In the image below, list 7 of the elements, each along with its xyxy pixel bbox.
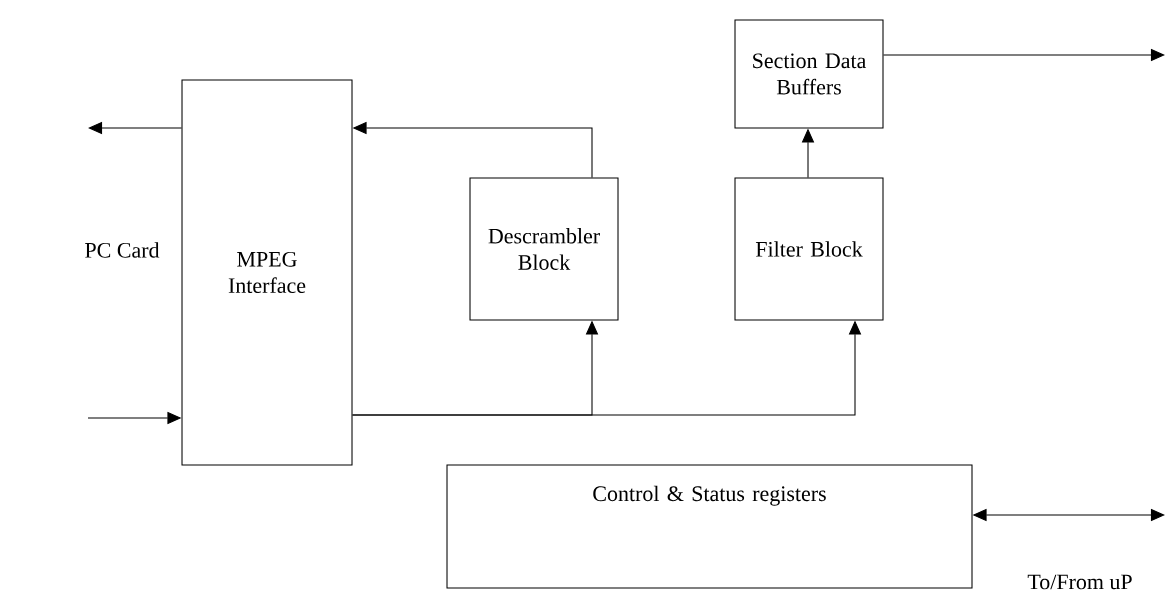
buffer-box: Section Data Buffers	[734, 19, 884, 129]
port-label: PC Card	[85, 242, 160, 258]
interface-box: MPEG Interface	[181, 79, 353, 466]
register-box: Control & Status registers	[446, 464, 973, 589]
block-box: Filter Block	[734, 177, 884, 321]
block-box: Descrambler Block	[469, 177, 619, 321]
port-label: To/From uP	[1027, 574, 1132, 590]
